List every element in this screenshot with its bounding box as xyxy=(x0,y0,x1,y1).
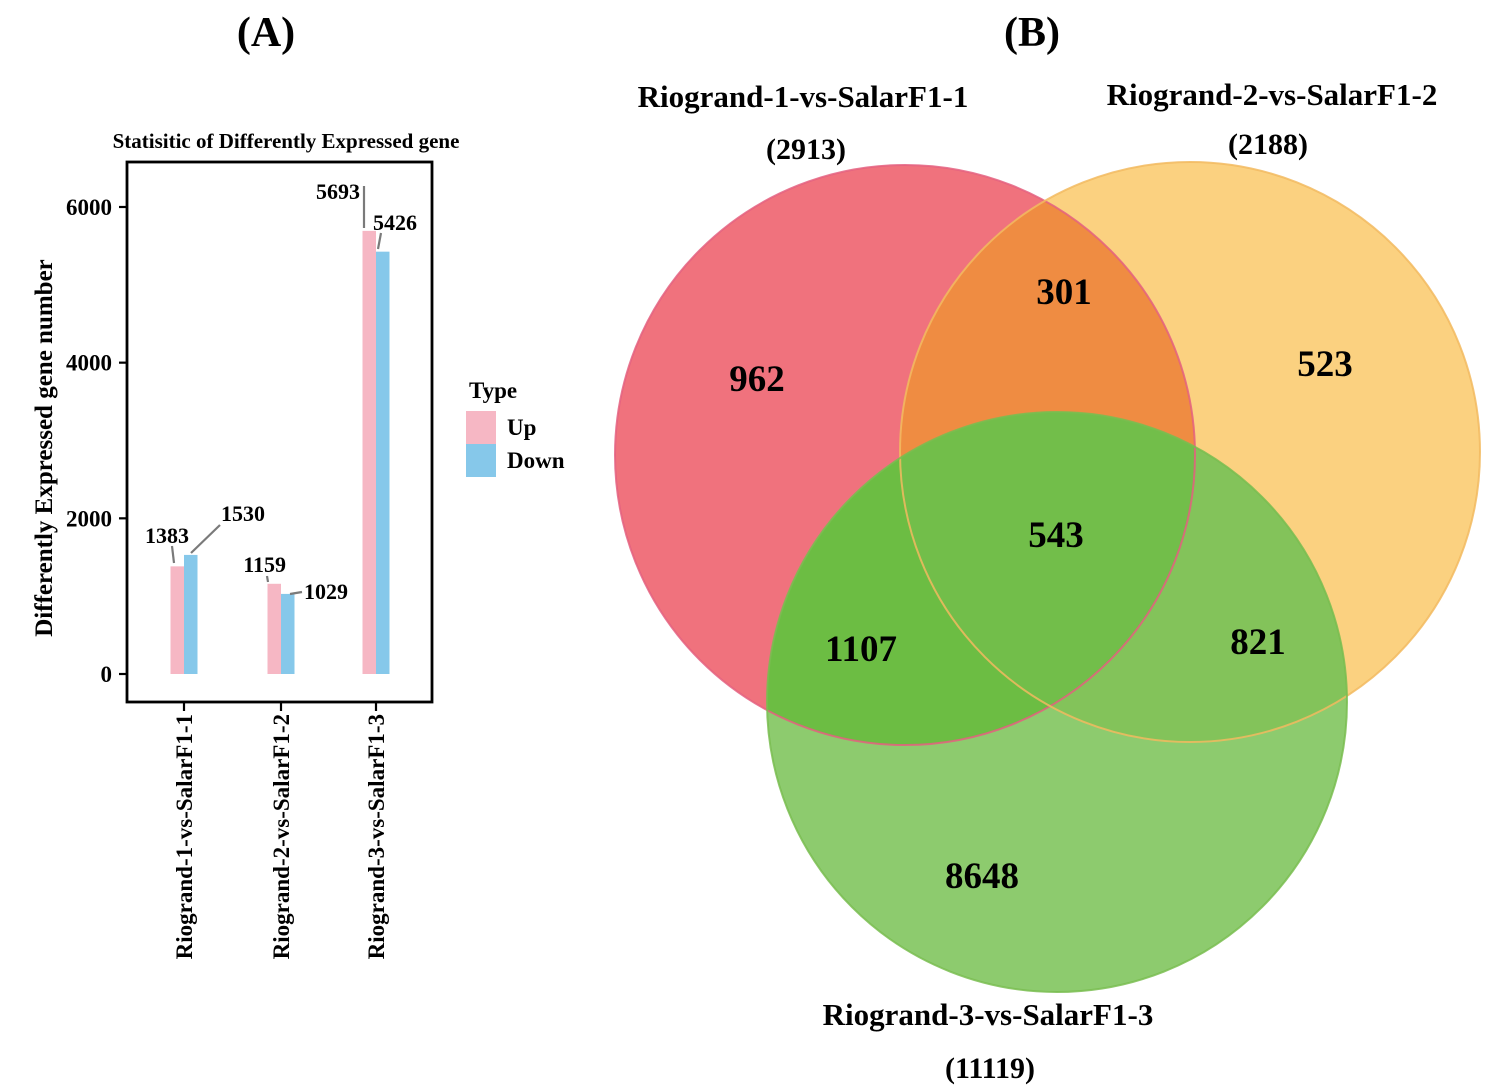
y-tick-label: 2000 xyxy=(66,506,112,531)
legend-title: Type xyxy=(469,378,517,403)
venn-set-a-total: (2913) xyxy=(766,133,846,166)
bar-value-label: 5693 xyxy=(316,179,360,204)
bar-up-2 xyxy=(362,230,376,674)
venn-count-ac: 1107 xyxy=(825,629,897,670)
legend: Type Up Down xyxy=(466,378,565,477)
venn-set-b-title: Riogrand-2-vs-SalarF1-2 xyxy=(1107,77,1438,112)
bar-down-2 xyxy=(376,251,390,674)
bar-chart-title: Statisitic of Differently Expressed gene xyxy=(113,129,460,153)
venn-count-abc: 543 xyxy=(1028,515,1084,556)
bar-value-label: 1530 xyxy=(221,501,265,526)
leader-line xyxy=(265,575,270,583)
y-tick-label: 6000 xyxy=(66,195,112,220)
bar-value-label: 5426 xyxy=(373,210,417,235)
venn-set-b-total: (2188) xyxy=(1228,128,1308,161)
venn-set-c-total: (11119) xyxy=(945,1052,1035,1085)
legend-swatch-down xyxy=(466,444,496,477)
bar-chart: Statisitic of Differently Expressed gene… xyxy=(31,129,565,959)
bar-value-label: 1159 xyxy=(243,552,286,577)
venn-set-c-title: Riogrand-3-vs-SalarF1-3 xyxy=(823,997,1154,1032)
leader-line xyxy=(376,232,383,250)
venn-set-a-title: Riogrand-1-vs-SalarF1-1 xyxy=(638,79,969,114)
leader-line xyxy=(289,590,303,596)
venn-count-c-only: 8648 xyxy=(945,856,1019,897)
bar-value-label: 1029 xyxy=(304,579,348,604)
bar-up-0 xyxy=(170,566,184,674)
venn-count-bc: 821 xyxy=(1230,622,1286,663)
venn-outline-riogrand3 xyxy=(766,411,1348,993)
venn-count-b-only: 523 xyxy=(1297,344,1353,385)
bar-down-0 xyxy=(184,554,198,674)
x-tick-label: Riogrand-1-vs-SalarF1-1 xyxy=(172,714,197,959)
x-tick-label: Riogrand-2-vs-SalarF1-2 xyxy=(269,714,294,959)
x-tick-label: Riogrand-3-vs-SalarF1-3 xyxy=(364,714,389,959)
venn-outline-riogrand1 xyxy=(614,164,1196,746)
y-axis-title: Differently Expressed gene number xyxy=(31,259,58,637)
y-tick-label: 4000 xyxy=(66,351,112,376)
panel-b-label: (B) xyxy=(1004,10,1060,56)
legend-label-up: Up xyxy=(507,415,536,440)
venn-diagram: Riogrand-1-vs-SalarF1-1 (2913) Riogrand-… xyxy=(614,77,1481,1085)
venn-outline-riogrand2 xyxy=(899,161,1481,743)
leader-line xyxy=(190,524,221,554)
venn-count-ab: 301 xyxy=(1036,272,1092,313)
bar-down-1 xyxy=(281,593,295,674)
legend-label-down: Down xyxy=(507,448,565,473)
plot-panel-border xyxy=(125,160,434,704)
y-tick-label: 0 xyxy=(101,662,113,687)
bar-up-1 xyxy=(267,583,281,674)
bar-value-label: 1383 xyxy=(145,523,189,548)
leader-line xyxy=(170,545,176,564)
venn-count-a-only: 962 xyxy=(729,359,785,400)
bars-layer xyxy=(170,230,390,674)
panel-a-label: (A) xyxy=(237,10,295,56)
legend-swatch-up xyxy=(466,411,496,444)
